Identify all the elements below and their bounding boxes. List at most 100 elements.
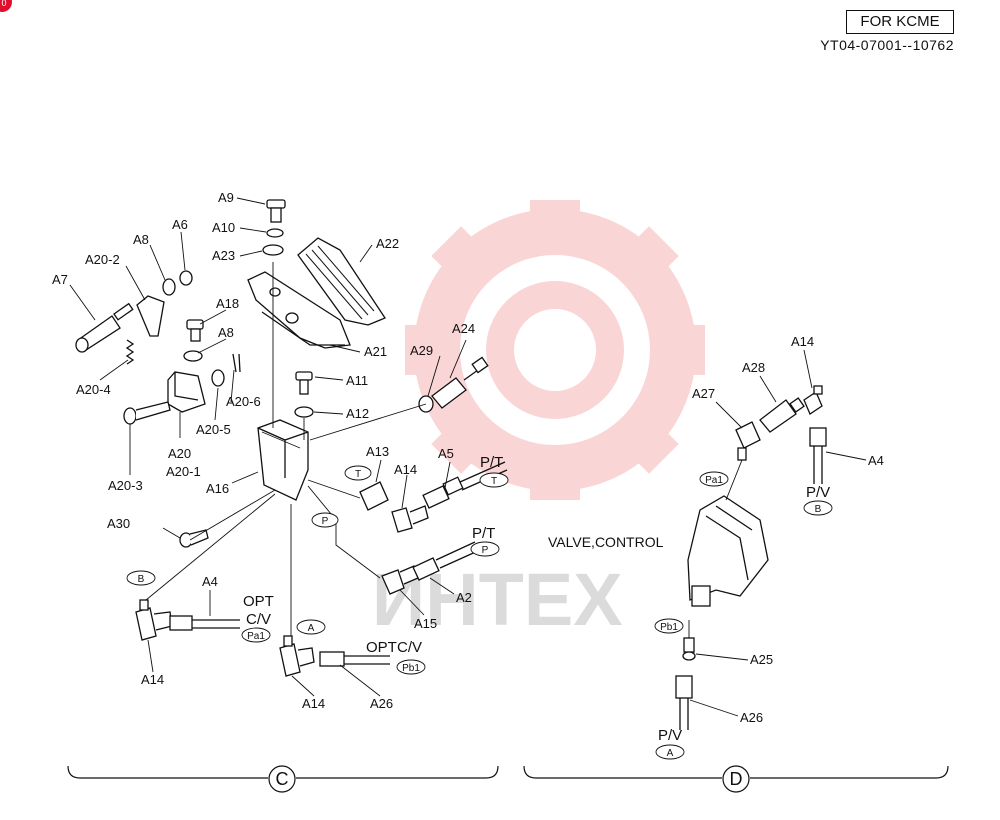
label-a9: A9 (218, 190, 234, 205)
valve-control-title: VALVE,CONTROL (548, 534, 664, 550)
pt-label-t: P/T (480, 454, 503, 471)
svg-text:Pb1: Pb1 (402, 663, 420, 674)
svg-text:Pa1: Pa1 (247, 631, 265, 642)
section-c-marker (268, 765, 296, 793)
label-a20-4: A20-4 (76, 382, 111, 397)
svg-text:B: B (815, 504, 822, 515)
part-a27-elbow (735, 421, 761, 461)
label-a13: A13 (366, 444, 389, 459)
port-tag-t-small: T (344, 465, 372, 481)
part-a20-5-washer (211, 369, 225, 387)
label-a4-d: A4 (868, 453, 884, 468)
part-a4-hose-c (169, 615, 240, 631)
label-a14-c1: A14 (394, 462, 417, 477)
part-a30-screw (179, 529, 209, 548)
market-box: FOR KCME (846, 10, 954, 34)
part-a10-washer (266, 228, 284, 238)
label-a4-c: A4 (202, 574, 218, 589)
part-a14-elbow-d (803, 385, 823, 415)
label-a8-mid: A8 (218, 325, 234, 340)
label-a27: A27 (692, 386, 715, 401)
part-a20-3-pin (123, 401, 171, 425)
section-d-symbol: D (730, 769, 743, 789)
port-tag-opt-pb1: Pb1 (396, 659, 426, 675)
label-a30: A30 (107, 516, 130, 531)
part-a24-switch (431, 356, 489, 409)
label-a5: A5 (438, 446, 454, 461)
svg-text:T: T (355, 469, 361, 480)
part-a14-elbow-1 (391, 505, 429, 533)
part-a18-bolt (186, 319, 204, 342)
port-tag-a-c: A (296, 619, 326, 635)
label-a11: A11 (346, 373, 368, 388)
label-a18: A18 (216, 296, 239, 311)
label-a22: A22 (376, 236, 399, 251)
part-a14-elbow-2 (135, 599, 173, 641)
label-a14-c2: A14 (141, 672, 164, 687)
port-tag-pv-b: B (803, 500, 833, 516)
part-a23-washer (262, 244, 284, 256)
label-a24: A24 (452, 321, 475, 336)
label-a2: A2 (456, 590, 472, 605)
part-a11-bolt (295, 371, 313, 395)
label-a16: A16 (206, 481, 229, 496)
label-a21: A21 (364, 344, 387, 359)
label-a20-5: A20-5 (196, 422, 231, 437)
part-a14-elbow-3 (279, 635, 315, 677)
svg-text:A: A (667, 748, 674, 759)
label-a26-d: A26 (740, 710, 763, 725)
part-a20-6-pin (232, 353, 241, 373)
part-a4-hose-d (809, 427, 827, 484)
label-a14-d: A14 (791, 334, 814, 349)
port-tag-opt-pa1: Pa1 (241, 627, 271, 643)
part-a20-4-spring (125, 339, 135, 365)
label-a8-top: A8 (133, 232, 149, 247)
opt-label-2: OPT (366, 639, 397, 656)
port-tag-b-c: B (126, 570, 156, 586)
part-a8-washer-mid (183, 350, 203, 362)
label-a20-2: A20-2 (85, 252, 120, 267)
port-tag-pb1-d: Pb1 (654, 618, 684, 634)
pv-label-b: P/V (806, 484, 830, 501)
part-a9-bolt (266, 199, 286, 223)
part-a26-hose-c (319, 651, 390, 667)
label-a20-6: A20-6 (226, 394, 261, 409)
corner-badge: 0 (0, 0, 12, 12)
section-c-symbol: C (276, 769, 289, 789)
label-a20: A20 (168, 446, 191, 461)
svg-text:B: B (138, 574, 145, 585)
svg-text:Pa1: Pa1 (705, 475, 723, 486)
port-tag-pa1-d: Pa1 (699, 471, 729, 487)
label-a28: A28 (742, 360, 765, 375)
label-a15: A15 (414, 616, 437, 631)
part-a20-2-lever (136, 295, 165, 337)
brace-c-left (67, 765, 268, 779)
label-a6: A6 (172, 217, 188, 232)
port-tag-pt-p: P (470, 541, 500, 557)
label-a7: A7 (52, 272, 68, 287)
part-a6-nut (179, 270, 193, 286)
part-a28-adapter (759, 397, 805, 433)
pv-label-a: P/V (658, 727, 682, 744)
svg-text:P: P (482, 545, 489, 556)
part-control-valve-body (687, 495, 769, 607)
svg-text:Pb1: Pb1 (660, 622, 678, 633)
part-a16-valve-body (257, 419, 309, 501)
label-a26-c: A26 (370, 696, 393, 711)
cv-label-2: C/V (397, 639, 422, 656)
label-a25: A25 (750, 652, 773, 667)
port-tag-pv-a: A (655, 744, 685, 760)
part-a25-fitting (682, 637, 696, 661)
port-tag-pt-t: T (479, 472, 509, 488)
serial-range: YT04-07001--10762 (820, 37, 954, 53)
label-a20-3: A20-3 (108, 478, 143, 493)
label-a29: A29 (410, 343, 433, 358)
watermark-gear-icon (405, 200, 705, 500)
part-a20-bracket (167, 371, 206, 413)
part-a2-hose-end (412, 541, 481, 581)
opt-label-1: OPT (243, 593, 274, 610)
pt-label-p: P/T (472, 525, 495, 542)
part-a12-washer (294, 406, 314, 418)
